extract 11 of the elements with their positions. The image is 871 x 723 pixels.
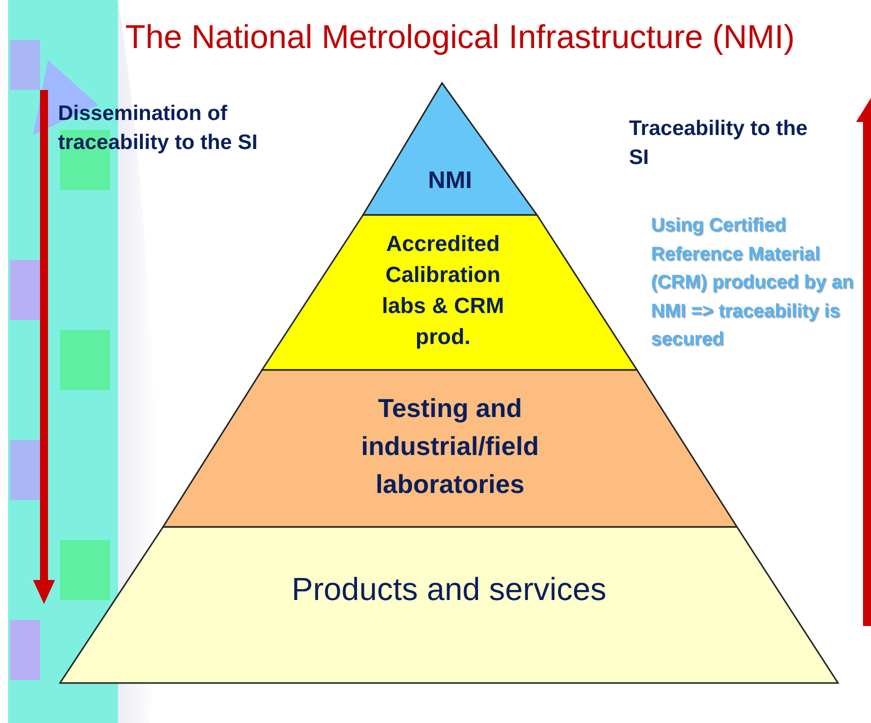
side-note: Traceability to the SI	[629, 116, 809, 171]
pyramid-layer	[163, 370, 737, 527]
title: The National Metrological Infrastructure (NMI)	[124, 18, 796, 56]
layer-label: NMI	[427, 166, 473, 196]
pyramid-layer	[262, 215, 637, 370]
layer-label: Testing and industrial/field laboratories	[360, 392, 540, 501]
pyramid-layer	[363, 83, 537, 215]
explanation-text: Using Certified Reference Material (CRM) produced by an NMI => traceability is secured	[651, 214, 855, 352]
pyramid-layer	[60, 527, 838, 683]
layer-label: Products and services	[290, 570, 608, 608]
layer-label: Accredited Calibration labs & CRM prod.	[380, 230, 506, 351]
